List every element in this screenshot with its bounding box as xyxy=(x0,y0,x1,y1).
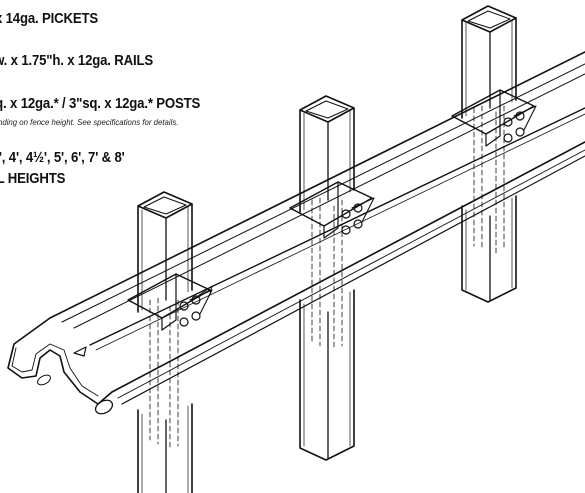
triangle-marker-icon xyxy=(73,346,87,357)
post-middle xyxy=(289,95,375,461)
spec-posts: sq. x 12ga.* / 3"sq. x 12ga.* POSTS xyxy=(0,95,201,112)
post-right xyxy=(451,5,537,303)
spec-pickets: . x 14ga. PICKETS xyxy=(0,10,98,27)
spec-heights-label: EL HEIGHTS xyxy=(0,170,66,187)
post-left xyxy=(127,191,213,493)
spec-heights: ½', 4', 4½', 5', 6', 7' & 8' xyxy=(0,149,125,166)
spec-rails: "w. x 1.75"h. x 12ga. RAILS xyxy=(0,52,154,69)
spec-note: nding on fence height. See specification… xyxy=(0,117,179,127)
rail-channel xyxy=(7,51,585,415)
rail-hole xyxy=(94,399,114,415)
